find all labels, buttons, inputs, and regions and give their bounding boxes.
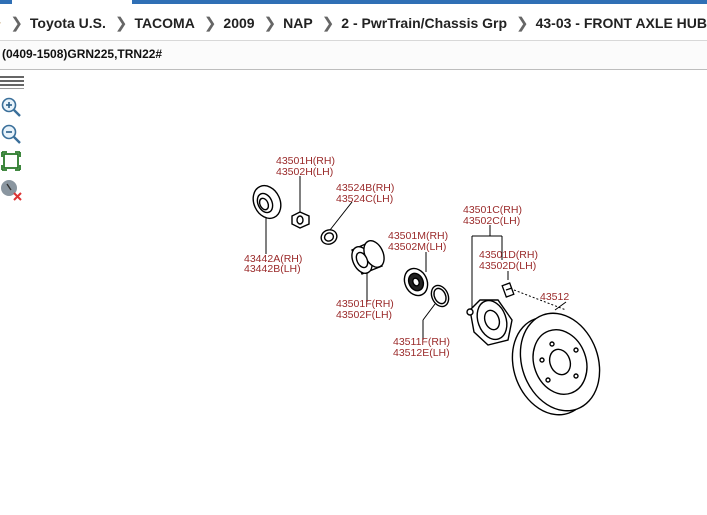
axle-hub-part[interactable] xyxy=(466,296,513,346)
breadcrumb: ❯ Toyota U.S. ❯ TACOMA ❯ 2009 ❯ NAP ❯ 2 … xyxy=(0,6,707,40)
breadcrumb-section[interactable]: 43-03 - FRONT AXLE HUB xyxy=(535,15,707,31)
list-icon[interactable] xyxy=(0,72,24,96)
clear-tool-icon[interactable] xyxy=(0,178,24,202)
part-label-43524c[interactable]: 43524C(LH) xyxy=(336,193,393,205)
top-accent-bar xyxy=(0,0,707,4)
diagram-toolbar xyxy=(0,70,26,210)
washer-part[interactable] xyxy=(319,227,339,246)
zoom-in-icon[interactable] xyxy=(0,96,24,120)
part-label-43442a[interactable]: 43442A(RH) xyxy=(244,253,302,265)
breadcrumb-model[interactable]: TACOMA xyxy=(134,15,195,31)
breadcrumb-region[interactable]: NAP xyxy=(283,15,313,31)
part-label-43502h[interactable]: 43502H(LH) xyxy=(276,166,333,178)
part-label-43524b[interactable]: 43524B(RH) xyxy=(336,182,394,194)
parts-diagram: 43501H(RH) 43502H(LH) 43524B(RH) 43524C(… xyxy=(244,155,610,426)
part-label-43502m[interactable]: 43502M(LH) xyxy=(388,241,446,253)
part-label-43501d[interactable]: 43501D(RH) xyxy=(479,249,538,261)
part-label-43501m[interactable]: 43501M(RH) xyxy=(388,230,448,242)
breadcrumb-year[interactable]: 2009 xyxy=(223,15,255,31)
chevron-right-icon: ❯ xyxy=(263,15,277,32)
part-label-43501f[interactable]: 43501F(RH) xyxy=(336,298,394,310)
chevron-right-icon: ❯ xyxy=(516,15,529,32)
chevron-right-icon: ❯ xyxy=(114,15,128,32)
vehicle-code-text: (0409-1508)GRN225,TRN22# xyxy=(2,47,163,61)
part-label-43501c[interactable]: 43501C(RH) xyxy=(463,204,522,216)
brake-disc-part[interactable] xyxy=(499,302,610,426)
home-icon[interactable] xyxy=(0,12,2,34)
part-labels: 43501H(RH) 43502H(LH) 43524B(RH) 43524C(… xyxy=(244,155,569,359)
vehicle-code-bar: (0409-1508)GRN225,TRN22# xyxy=(0,40,707,70)
part-label-43512[interactable]: 43512 xyxy=(540,291,569,303)
chevron-right-icon: ❯ xyxy=(321,15,335,32)
hub-bolt-part[interactable] xyxy=(501,282,515,298)
chevron-right-icon: ❯ xyxy=(10,15,23,32)
bearing-part[interactable] xyxy=(348,238,388,277)
part-label-43512e[interactable]: 43512E(LH) xyxy=(393,347,450,359)
oil-seal-part[interactable] xyxy=(400,265,432,300)
hub-nut-part[interactable] xyxy=(291,211,310,229)
breadcrumb-group[interactable]: 2 - PwrTrain/Chassis Grp xyxy=(341,15,508,31)
fit-screen-icon[interactable] xyxy=(0,150,24,174)
zoom-out-icon[interactable] xyxy=(0,123,24,147)
hub-seal-part[interactable] xyxy=(248,181,286,223)
leader-lines xyxy=(265,176,567,340)
part-label-43502d[interactable]: 43502D(LH) xyxy=(479,260,536,272)
breadcrumb-toyota[interactable]: Toyota U.S. xyxy=(29,15,106,31)
snap-ring-part[interactable] xyxy=(428,283,452,310)
part-label-43511f[interactable]: 43511F(RH) xyxy=(393,336,450,348)
part-label-43502f[interactable]: 43502F(LH) xyxy=(336,309,392,321)
part-label-43502c[interactable]: 43502C(LH) xyxy=(463,215,520,227)
chevron-right-icon: ❯ xyxy=(203,15,217,32)
part-label-43442b[interactable]: 43442B(LH) xyxy=(244,263,301,275)
part-label-43501h[interactable]: 43501H(RH) xyxy=(276,155,335,167)
